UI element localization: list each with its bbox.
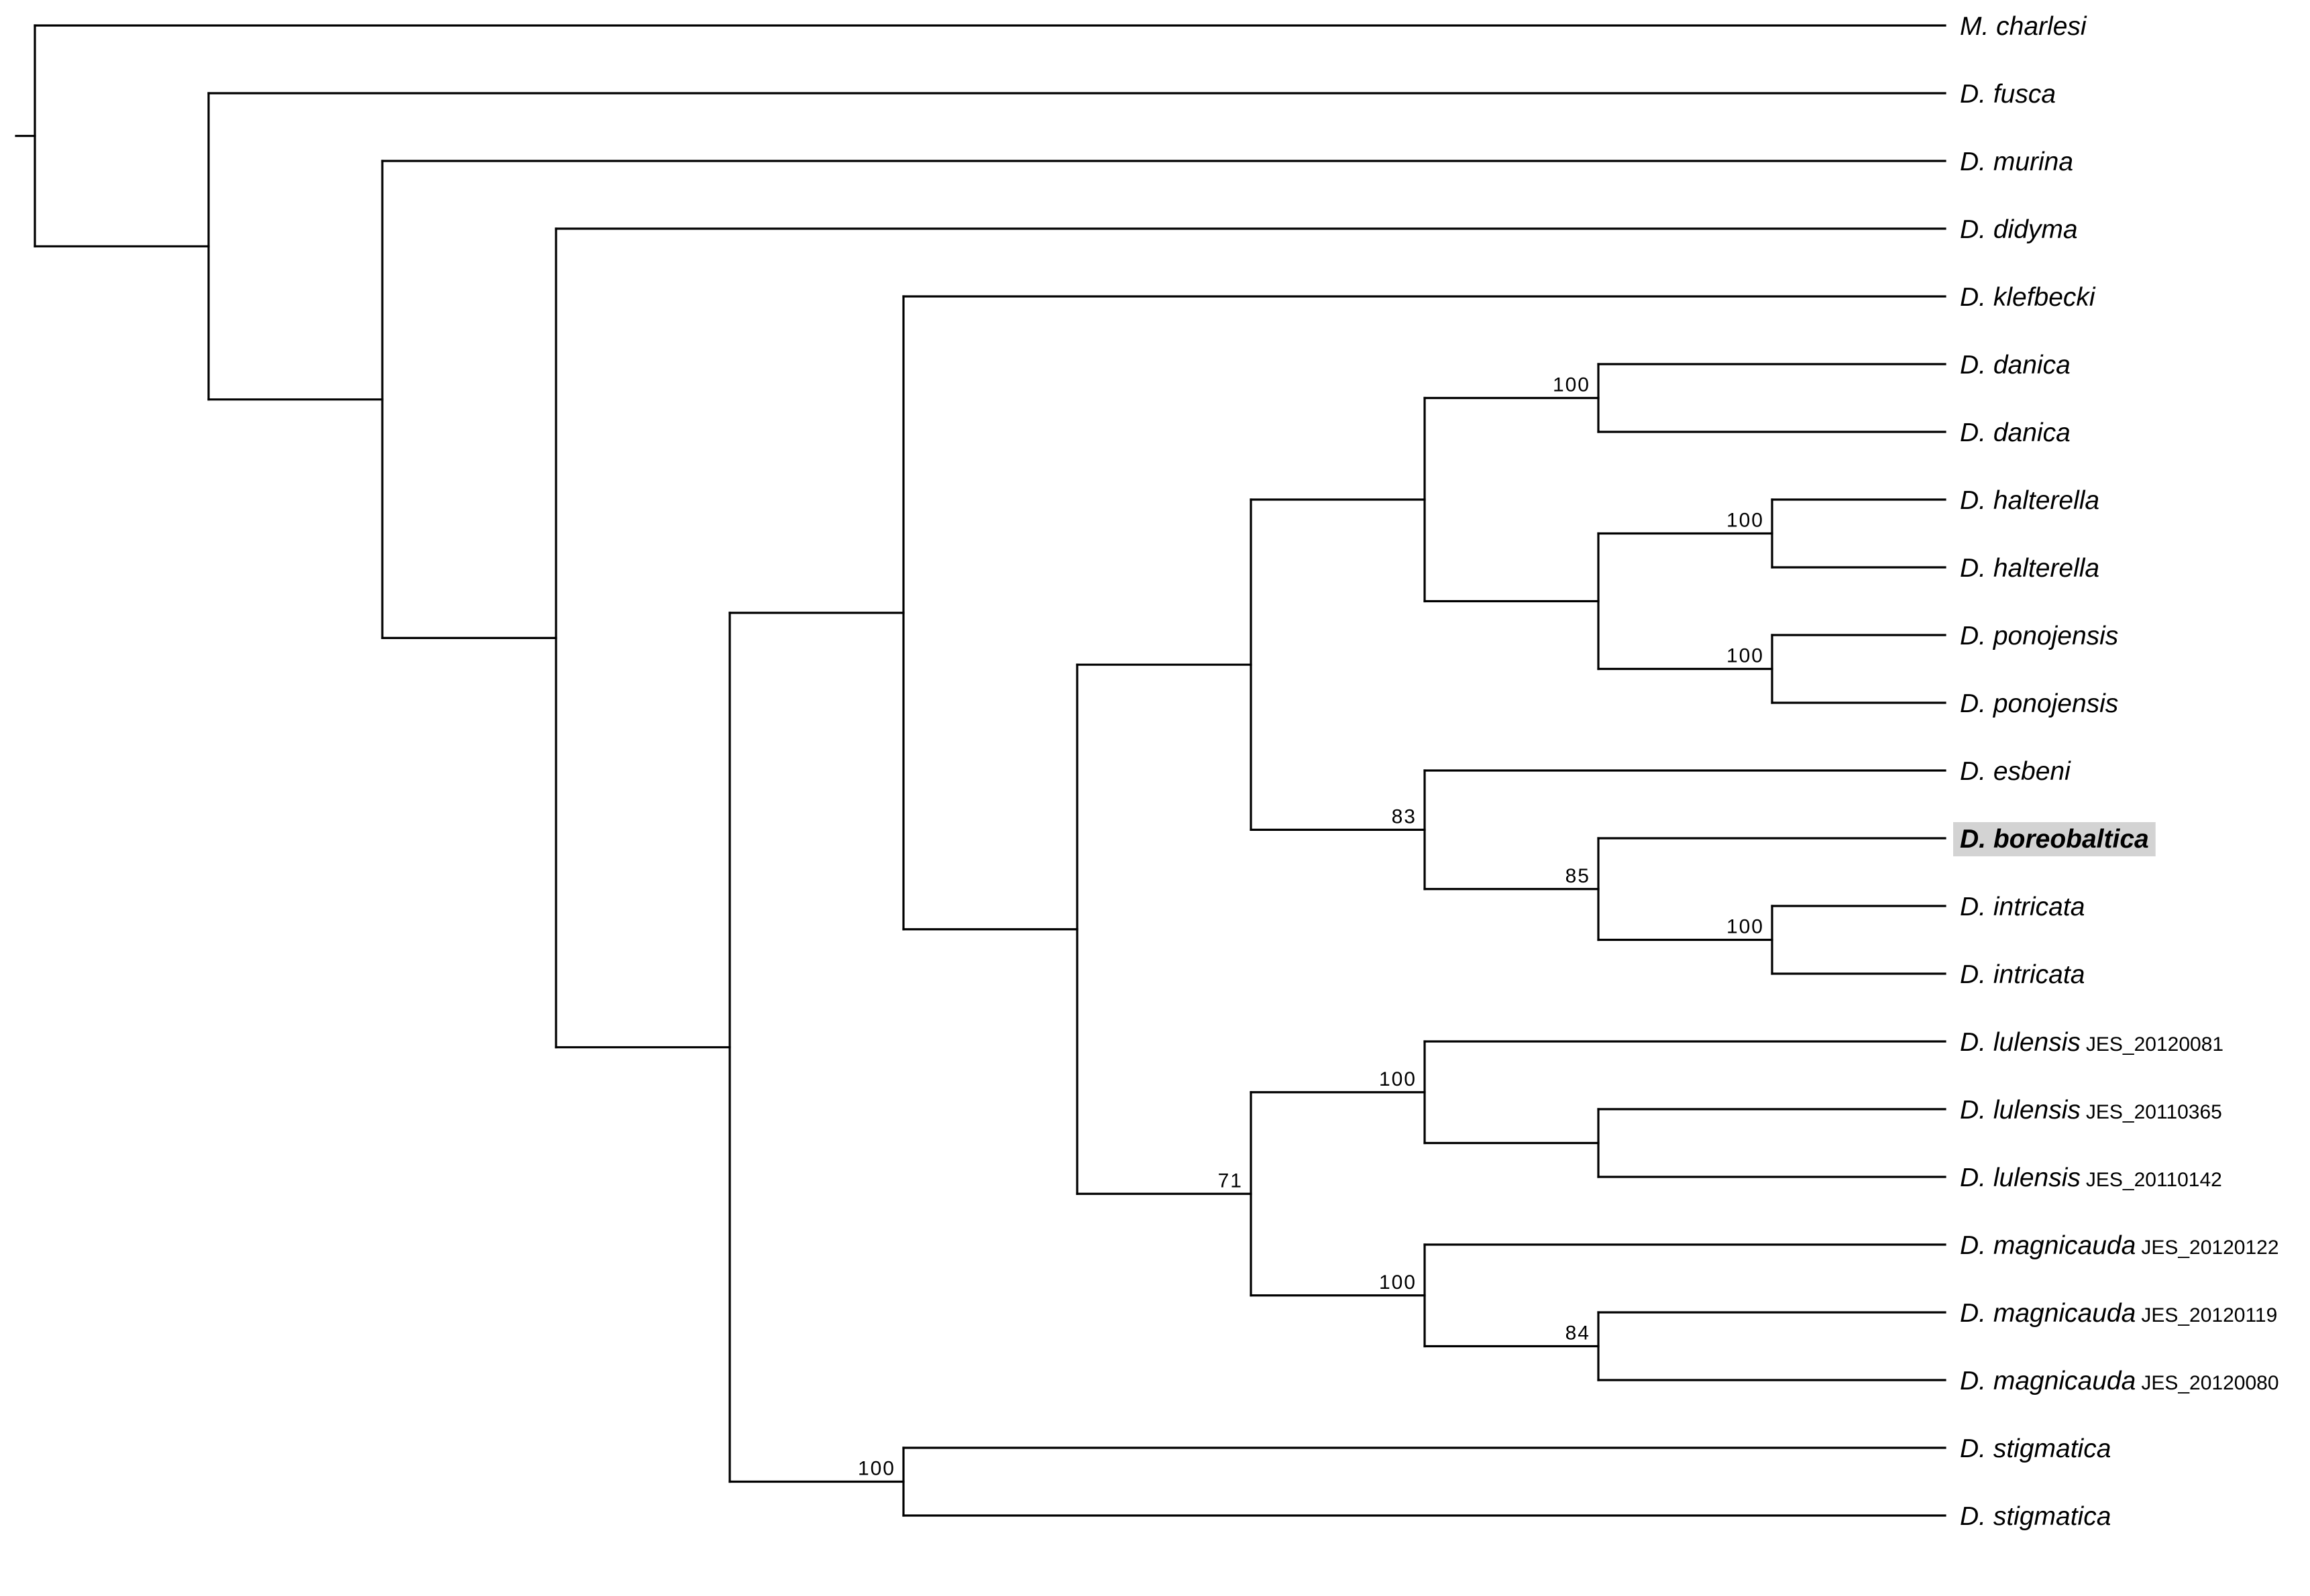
tree-branches <box>15 24 1946 1517</box>
support-values: 100 100 100 83 85 100 71 100 100 84 100 <box>858 374 1764 1480</box>
species-name: D. lulensis <box>1960 1163 2081 1192</box>
species-name: D. murina <box>1960 148 2073 176</box>
tip-label: D. murina <box>1960 148 2073 176</box>
species-name: D. klefbecki <box>1960 283 2096 312</box>
support-value: 83 <box>1392 805 1417 828</box>
species-name: D. intricata <box>1960 960 2085 989</box>
tip-labels: M. charlesi D. fusca D. murina D. didyma D. … <box>1953 12 2279 1531</box>
species-name: D. magnicauda <box>1960 1367 2136 1395</box>
tip-label: D. ponojensis <box>1960 689 2118 718</box>
species-name: D. danica <box>1960 418 2071 447</box>
species-name: D. ponojensis <box>1960 622 2118 650</box>
tip-label: D. ponojensis <box>1960 622 2118 650</box>
species-name: D. danica <box>1960 351 2071 380</box>
species-name: D. ponojensis <box>1960 689 2118 718</box>
tip-label: D. didyma <box>1960 215 2078 244</box>
tip-label: D. intricata <box>1960 893 2085 921</box>
tip-label: D. klefbecki <box>1960 283 2096 312</box>
support-value: 84 <box>1565 1322 1590 1345</box>
species-name: D. lulensis <box>1960 1028 2081 1057</box>
voucher-code: JES_20120081 <box>2086 1033 2223 1056</box>
voucher-code: JES_20120122 <box>2141 1237 2278 1259</box>
species-name: D. esbeni <box>1960 757 2071 786</box>
species-name: D. magnicauda <box>1960 1231 2136 1260</box>
species-name: D. magnicauda <box>1960 1299 2136 1328</box>
tip-label: D. halterella <box>1960 486 2099 515</box>
support-value: 71 <box>1218 1170 1243 1192</box>
support-value: 100 <box>1726 645 1764 667</box>
tip-label: D. danica <box>1960 418 2071 447</box>
species-name: D. intricata <box>1960 893 2085 921</box>
species-name: D. halterella <box>1960 554 2099 583</box>
species-name: D. lulensis <box>1960 1096 2081 1125</box>
support-value: 100 <box>1726 916 1764 938</box>
tip-label: D. halterella <box>1960 554 2099 583</box>
tip-label: M. charlesi <box>1960 12 2087 41</box>
species-name: D. didyma <box>1960 215 2078 244</box>
species-name: D. stigmatica <box>1960 1434 2111 1463</box>
tip-label: D. stigmatica <box>1960 1434 2111 1463</box>
species-name: M. charlesi <box>1960 12 2087 41</box>
species-name: D. stigmatica <box>1960 1502 2111 1531</box>
tip-label: D. danica <box>1960 351 2071 380</box>
support-value: 100 <box>1553 374 1590 396</box>
species-name: D. fusca <box>1960 80 2056 109</box>
tip-label: D. stigmatica <box>1960 1502 2111 1531</box>
support-value: 100 <box>1379 1068 1417 1090</box>
voucher-code: JES_20120080 <box>2141 1372 2278 1394</box>
support-value: 85 <box>1565 865 1590 887</box>
highlight-box <box>1953 822 2156 856</box>
support-value: 100 <box>1379 1271 1417 1294</box>
tip-label: D. fusca <box>1960 80 2056 109</box>
tip-label: D. boreobaltica <box>1960 825 2149 854</box>
support-value: 100 <box>1726 510 1764 532</box>
species-name: D. halterella <box>1960 486 2099 515</box>
voucher-code: JES_20110365 <box>2086 1101 2222 1123</box>
tip-label: D. intricata <box>1960 960 2085 989</box>
tip-label: D. esbeni <box>1960 757 2071 786</box>
voucher-code: JES_20110142 <box>2086 1169 2222 1191</box>
voucher-code: JES_20120119 <box>2141 1304 2277 1326</box>
species-name: D. boreobaltica <box>1960 825 2149 854</box>
support-value: 100 <box>858 1458 895 1480</box>
